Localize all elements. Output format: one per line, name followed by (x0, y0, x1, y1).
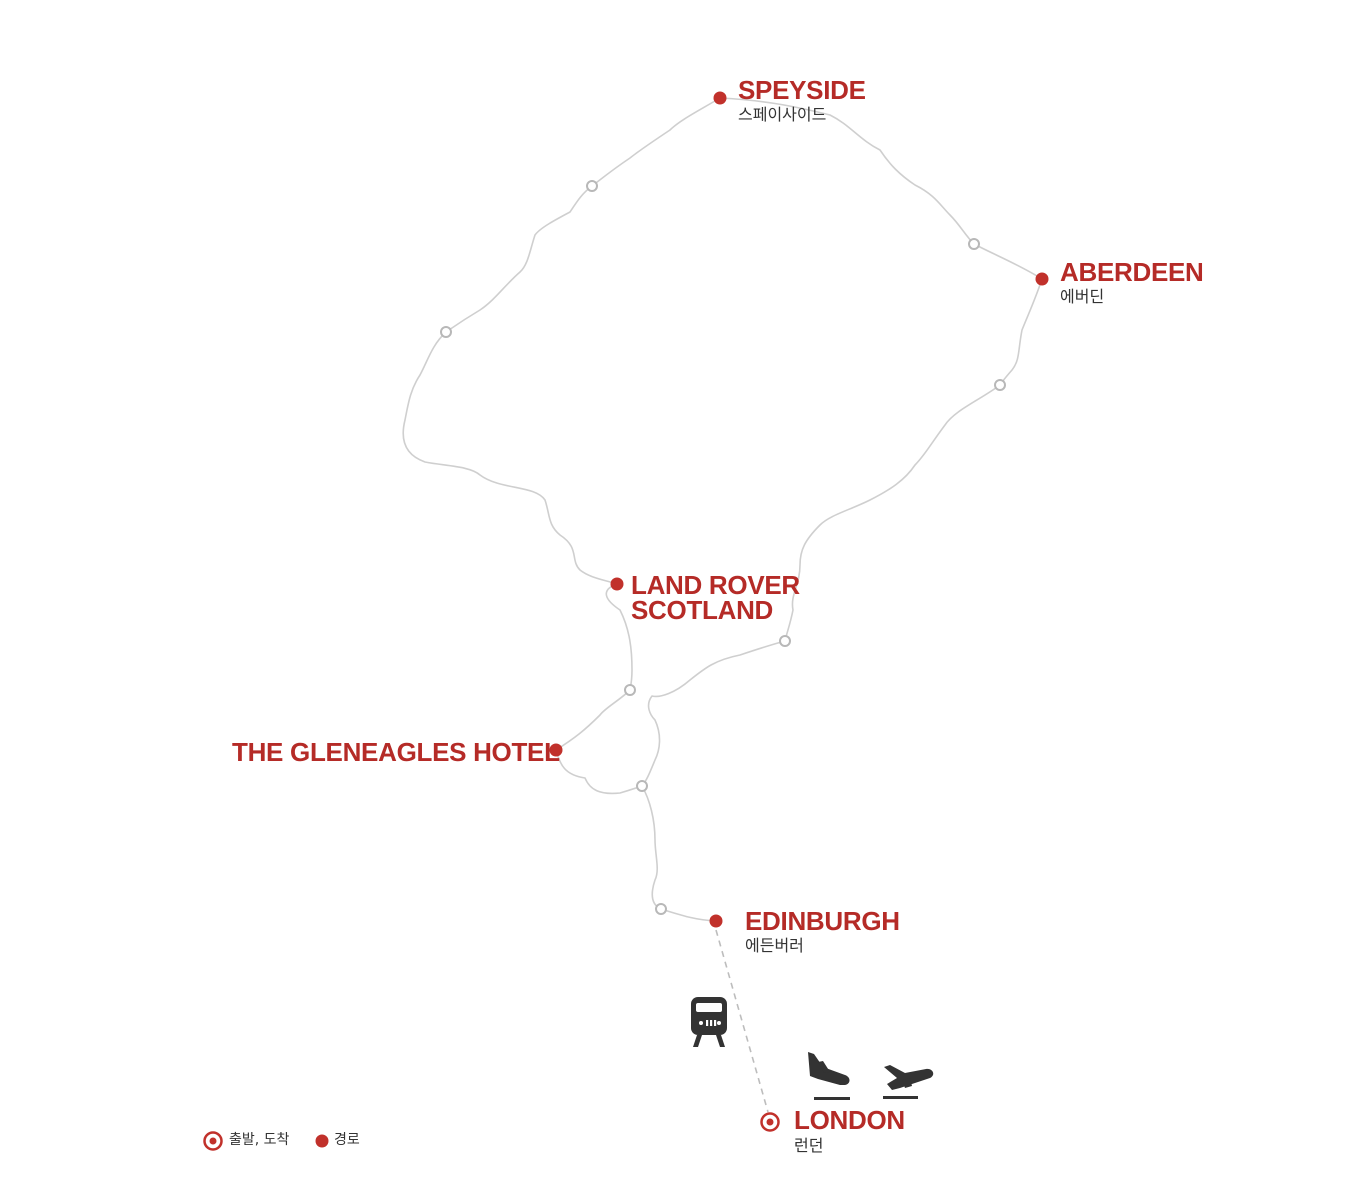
train-link-dashed (715, 929, 769, 1113)
waypoint-marker (440, 326, 452, 338)
stop-label-land-rover-line2: SCOTLAND (631, 595, 774, 625)
legend-start-end-icon (203, 1131, 223, 1151)
stop-marker-speyside (713, 91, 727, 105)
waypoint-marker (586, 180, 598, 192)
plane-landing-icon (808, 1052, 850, 1100)
stop-label-london: LONDON (794, 1105, 905, 1135)
train-icon (691, 997, 727, 1047)
legend-start-end-label: 출발, 도착 (229, 1132, 290, 1148)
route-line-west (402, 97, 721, 585)
route-line-lr-to-gleneagles (555, 583, 633, 751)
stop-label-edinburgh: EDINBURGH (745, 906, 900, 936)
stop-sublabel-edinburgh: 에든버러 (745, 936, 804, 955)
stop-label-speyside: SPEYSIDE (738, 75, 866, 105)
waypoint-marker (624, 684, 636, 696)
waypoint-marker (655, 903, 667, 915)
waypoint-marker (779, 635, 791, 647)
waypoint-marker (994, 379, 1006, 391)
stop-sublabel-aberdeen: 에버딘 (1060, 287, 1105, 306)
stop-sublabel-london: 런던 (794, 1136, 824, 1155)
waypoint-marker (968, 238, 980, 250)
stop-sublabel-speyside: 스페이사이드 (738, 105, 827, 124)
stop-label-gleneagles: THE GLENEAGLES HOTEL (232, 737, 560, 767)
stop-marker-land-rover (610, 577, 624, 591)
legend-route-icon (315, 1134, 329, 1148)
stop-marker-aberdeen (1035, 272, 1049, 286)
stop-marker-gleneagles (549, 743, 563, 757)
route-line-gleneagles-to-edinburgh (555, 749, 717, 922)
waypoint-marker (636, 780, 648, 792)
legend-route-label: 경로 (334, 1132, 360, 1148)
stop-label-land-rover-line1: LAND ROVER (631, 570, 800, 600)
start-end-marker-london (760, 1112, 780, 1132)
stop-label-aberdeen: ABERDEEN (1060, 257, 1204, 287)
plane-takeoff-icon (883, 1065, 934, 1099)
route-line-east (641, 97, 1043, 787)
stop-marker-edinburgh (709, 914, 723, 928)
